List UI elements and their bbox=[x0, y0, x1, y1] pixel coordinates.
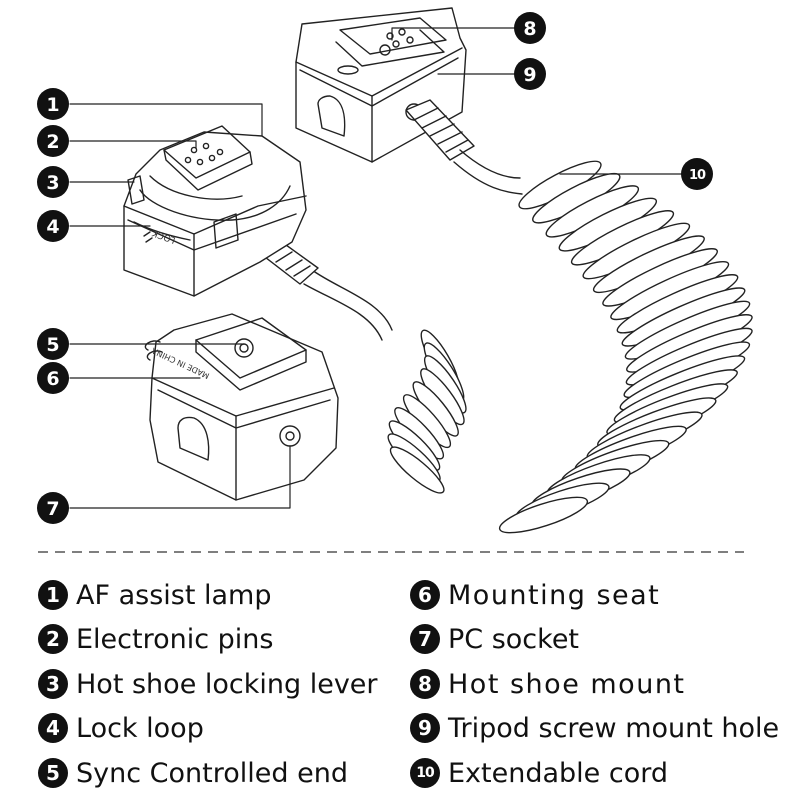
legend-badge-2: 2 bbox=[38, 624, 68, 654]
svg-text:10: 10 bbox=[689, 168, 706, 183]
leader-lines bbox=[69, 27, 682, 509]
callout-badge-10: 10 bbox=[681, 158, 713, 190]
legend-badge-6: 6 bbox=[410, 580, 440, 610]
legend-label-6: Mounting seat bbox=[448, 579, 661, 611]
legend-label-2: Electronic pins bbox=[76, 623, 274, 655]
callout-badge-8: 8 bbox=[514, 12, 546, 44]
svg-text:6: 6 bbox=[46, 368, 59, 390]
extendable-cord bbox=[247, 99, 753, 534]
svg-text:7: 7 bbox=[46, 498, 59, 520]
legend-item-7: 7 PC socket bbox=[410, 620, 579, 658]
legend-label-8: Hot shoe mount bbox=[448, 668, 686, 700]
legend-item-2: 2 Electronic pins bbox=[38, 620, 274, 658]
legend-label-9: Tripod screw mount hole bbox=[448, 712, 780, 744]
legend-badge-10: 10 bbox=[410, 758, 440, 788]
legend-item-9: 9 Tripod screw mount hole bbox=[410, 709, 779, 747]
legend-label-7: PC socket bbox=[448, 623, 580, 655]
legend-label-4: Lock loop bbox=[76, 712, 204, 744]
svg-text:5: 5 bbox=[46, 334, 59, 356]
callout-badge-7: 7 bbox=[37, 492, 69, 524]
flash-shoe-unit bbox=[123, 125, 307, 297]
legend-item-10: 10 Extendable cord bbox=[410, 754, 668, 792]
legend-item-3: 3 Hot shoe locking lever bbox=[38, 665, 378, 703]
svg-text:2: 2 bbox=[46, 131, 59, 153]
callout-badge-4: 4 bbox=[37, 210, 69, 242]
callout-badge-6: 6 bbox=[37, 362, 69, 394]
legend-label-10: Extendable cord bbox=[448, 757, 668, 789]
callout-badge-1: 1 bbox=[37, 88, 69, 120]
legend-item-5: 5 Sync Controlled end bbox=[38, 754, 348, 792]
legend-label-5: Sync Controlled end bbox=[76, 757, 348, 789]
legend-label-1: AF assist lamp bbox=[76, 579, 272, 611]
svg-text:1: 1 bbox=[46, 94, 59, 116]
callout-badge-2: 2 bbox=[37, 125, 69, 157]
sync-end-unit bbox=[144, 313, 339, 501]
callout-badges: 1 2 3 4 5 6 7 8 9 10 bbox=[37, 12, 713, 524]
cord-coil bbox=[389, 446, 445, 494]
legend-item-8: 8 Hot shoe mount bbox=[410, 665, 686, 703]
svg-text:4: 4 bbox=[46, 216, 59, 238]
svg-text:9: 9 bbox=[523, 64, 536, 86]
legend-label-3: Hot shoe locking lever bbox=[76, 668, 378, 700]
legend-badge-4: 4 bbox=[38, 713, 68, 743]
legend-badge-9: 9 bbox=[410, 713, 440, 743]
legend-badge-1: 1 bbox=[38, 580, 68, 610]
legend-badge-8: 8 bbox=[410, 669, 440, 699]
svg-text:3: 3 bbox=[46, 172, 59, 194]
callout-badge-5: 5 bbox=[37, 328, 69, 360]
cord-coil bbox=[498, 496, 589, 534]
callout-badge-9: 9 bbox=[514, 58, 546, 90]
legend-badge-3: 3 bbox=[38, 669, 68, 699]
legend-item-6: 6 Mounting seat bbox=[410, 576, 660, 614]
legend-badge-7: 7 bbox=[410, 624, 440, 654]
legend-item-4: 4 Lock loop bbox=[38, 709, 204, 747]
svg-text:8: 8 bbox=[523, 18, 536, 40]
callout-badge-3: 3 bbox=[37, 166, 69, 198]
legend-badge-5: 5 bbox=[38, 758, 68, 788]
legend-item-1: 1 AF assist lamp bbox=[38, 576, 272, 614]
